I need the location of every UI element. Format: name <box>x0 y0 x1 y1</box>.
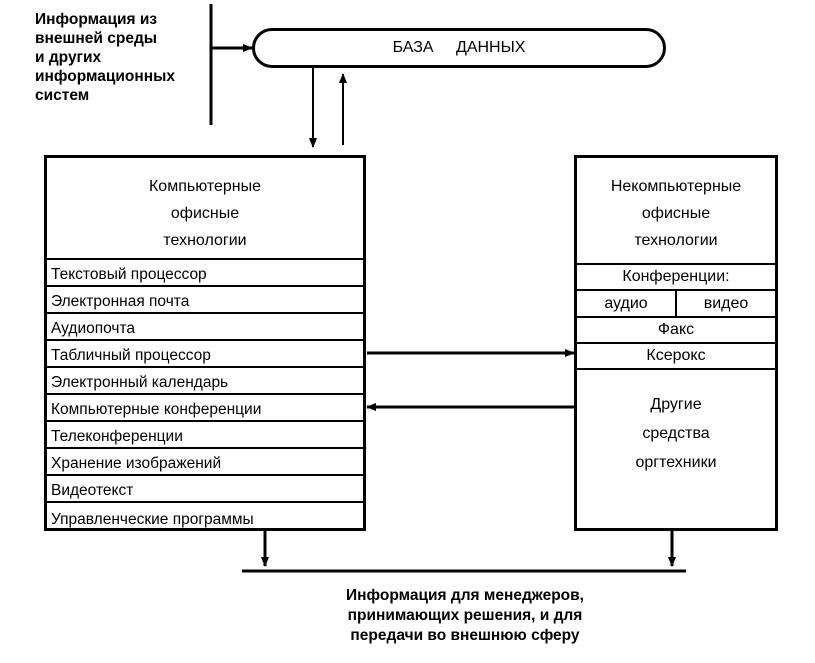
xerox-item: Ксерокс <box>577 344 775 370</box>
database-node: БАЗА ДАННЫХ <box>252 28 666 68</box>
database-label: БАЗА ДАННЫХ <box>392 39 526 56</box>
conference-video: видео <box>703 295 749 312</box>
computer-tech-title: Компьютерные офисные технологии <box>47 158 363 260</box>
conference-types: аудио видео <box>577 291 775 318</box>
computer-tech-item: Видеотекст <box>47 476 363 503</box>
computer-tech-box: Компьютерные офисные технологии Текстовы… <box>44 155 366 531</box>
other-line: оргтехники <box>635 454 717 471</box>
conference-audio: аудио <box>577 291 677 316</box>
title-line: офисные <box>641 205 711 222</box>
computer-tech-item: Компьютерные конференции <box>47 395 363 422</box>
computer-tech-item: Табличный процессор <box>47 341 363 368</box>
title-line: технологии <box>634 232 718 249</box>
title-line: офисные <box>170 205 240 222</box>
external-info-line: внешней среды <box>35 30 158 47</box>
noncomputer-tech-title: Некомпьютерные офисные технологии <box>577 158 775 265</box>
noncomputer-tech-box: Некомпьютерные офисные технологии Конфер… <box>574 155 778 531</box>
external-info-label: Информация из внешней среды и других инф… <box>35 10 175 105</box>
computer-tech-item: Электронная почта <box>47 287 363 314</box>
external-info-line: Информация из <box>35 11 158 28</box>
fax-item: Факс <box>577 318 775 344</box>
external-info-line: систем <box>35 87 90 104</box>
external-info-line: информационных <box>35 68 175 85</box>
output-line: принимающих решения, и для <box>347 607 583 624</box>
computer-tech-item: Телеконференции <box>47 422 363 449</box>
computer-tech-item: Управленческие программы <box>51 511 254 528</box>
other-office-equipment: Другие средства оргтехники <box>577 370 775 477</box>
title-line: Некомпьютерные <box>610 178 742 195</box>
computer-tech-item: Хранение изображений <box>47 449 363 476</box>
output-line: Информация для менеджеров, <box>345 587 584 604</box>
computer-tech-item: Текстовый процессор <box>47 260 363 287</box>
computer-tech-item: Электронный календарь <box>47 368 363 395</box>
external-info-line: и других <box>35 49 102 66</box>
other-line: Другие <box>650 396 702 413</box>
computer-tech-item: Аудиопочта <box>47 314 363 341</box>
output-line: передачи во внешнюю сферу <box>350 627 580 644</box>
conferences-label: Конференции: <box>577 265 775 291</box>
other-line: средства <box>642 425 710 442</box>
output-info-label: Информация для менеджеров, принимающих р… <box>300 586 630 646</box>
title-line: технологии <box>163 232 247 249</box>
title-line: Компьютерные <box>148 178 262 195</box>
